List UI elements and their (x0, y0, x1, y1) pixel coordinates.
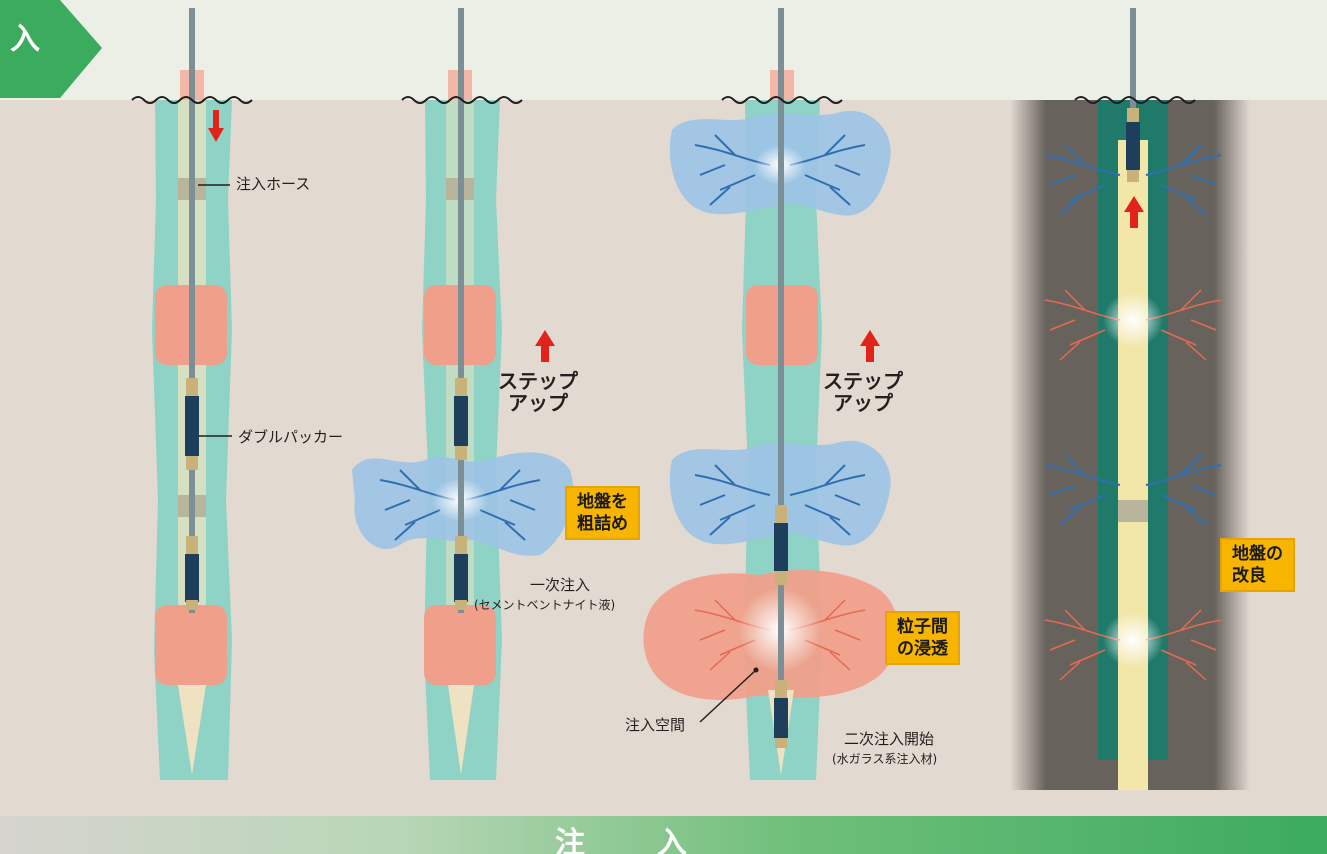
label-primary-injection: 一次注入 (530, 576, 591, 594)
bottom-banner-text: 注入 (555, 826, 759, 854)
label-injection-space: 注入空間 (625, 716, 686, 734)
stage-badge (0, 0, 102, 98)
column-2 (352, 8, 574, 780)
label-secondary-injection: 二次注入開始 (844, 730, 935, 748)
above-ground-area (0, 0, 1327, 100)
column-3 (643, 8, 899, 780)
callout-interparticle-permeation: 粒子間 の浸透 (885, 611, 960, 665)
stage-badge-text: 入 (10, 22, 40, 57)
label-step-up-1: ステップ アップ (498, 369, 578, 415)
bottom-banner (0, 816, 1327, 854)
label-primary-material: (セメントベントナイト液) (474, 598, 616, 612)
callout-coarse-fill: 地盤を 粗詰め (565, 486, 640, 540)
callout-ground-improvement: 地盤の 改良 (1220, 538, 1295, 592)
column-4 (1010, 8, 1250, 790)
label-secondary-material: (水ガラス系注入材) (832, 752, 938, 766)
column-1 (131, 8, 253, 780)
label-double-packer: ダブルパッカー (238, 428, 344, 446)
label-injection-hose: 注入ホース (236, 175, 311, 193)
label-step-up-2: ステップ アップ (823, 369, 903, 415)
